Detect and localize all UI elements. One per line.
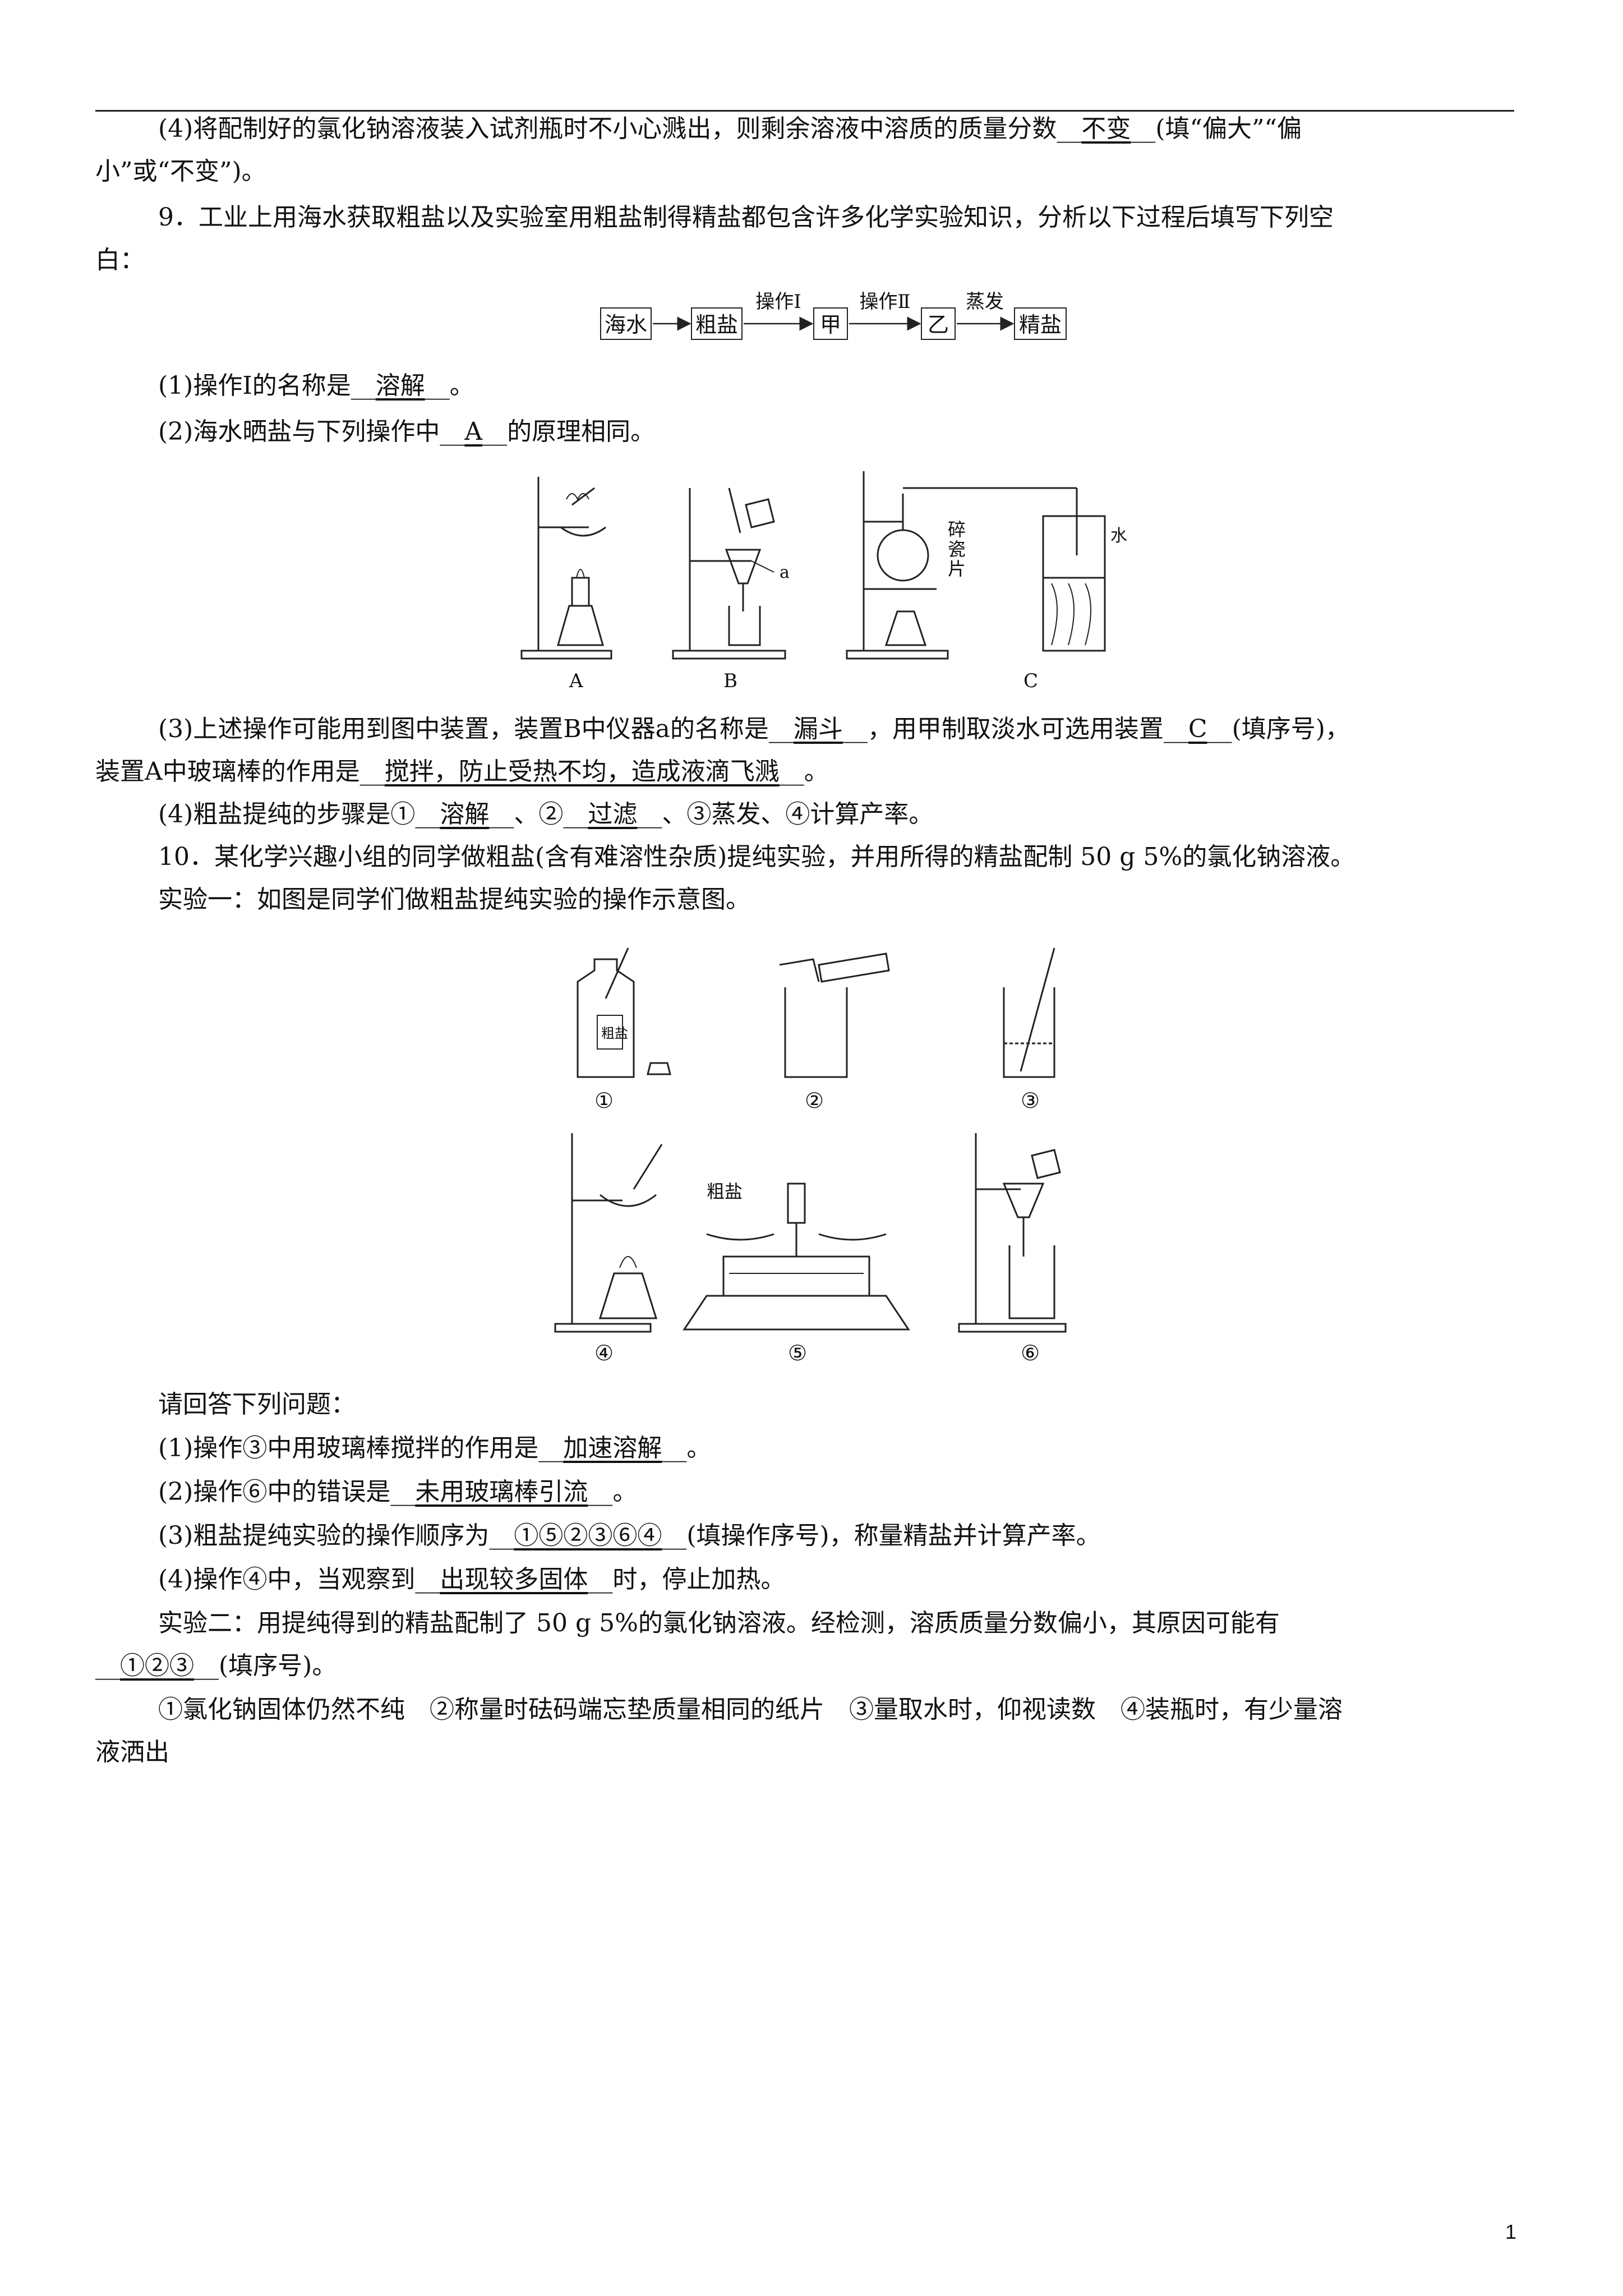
step4-evaporating <box>554 1133 663 1333</box>
crude-salt-label: 粗盐 <box>707 1181 743 1202</box>
q10-experiment2-answer: __①②③__(填序号)。 <box>95 1651 337 1680</box>
q10-answer4: (4)操作④中，当观察到__出现较多固体__时，停止加热。 <box>158 1565 786 1594</box>
apparatus-b-filtration <box>672 487 786 660</box>
q9-part1: (1)操作Ⅰ的名称是__溶解__。 <box>158 371 474 400</box>
answer-blank: 过滤 <box>588 800 638 829</box>
flow-arrows <box>653 316 1015 331</box>
step6-filtration <box>958 1133 1067 1333</box>
q10-answer2: (2)操作⑥中的错误是__未用玻璃棒引流__。 <box>158 1478 638 1506</box>
q9-part2: (2)海水晒盐与下列操作中__A__的原理相同。 <box>158 417 656 446</box>
flow-label-evaporate: 蒸发 <box>966 291 1004 313</box>
process-flowchart: 海水 粗盐 甲 乙 精盐 操作Ⅰ 操作Ⅱ 蒸发 <box>600 291 1082 346</box>
step5-weighing <box>683 1182 910 1331</box>
q10-ask: 请回答下列问题： <box>158 1390 356 1419</box>
answer-blank: 不变 <box>1081 114 1131 143</box>
step2-pouring <box>779 953 890 1078</box>
q9-stem-cont: 白： <box>95 246 145 274</box>
q10-stem: 10．某化学兴趣小组的同学做粗盐(含有难溶性杂质)提纯实验，并用所得的精盐配制 … <box>158 843 1355 871</box>
step1-bottle <box>577 947 671 1078</box>
answer-blank: 未用玻璃棒引流 <box>415 1478 588 1506</box>
q9-part4: (4)粗盐提纯的步骤是①__溶解__、②__过滤__、③蒸发、④计算产率。 <box>158 800 934 829</box>
flow-box-crude-salt: 粗盐 <box>691 307 743 340</box>
q10-experiment1: 实验一：如图是同学们做粗盐提纯实验的操作示意图。 <box>158 885 750 914</box>
flow-label-op1: 操作Ⅰ <box>755 291 801 313</box>
flow-box-seawater: 海水 <box>600 307 652 340</box>
answer-blank: 搅拌，防止受热不均，造成液滴飞溅 <box>384 757 780 786</box>
label-shards-3: 片 <box>948 558 966 579</box>
header-rule <box>95 110 1514 112</box>
label-a: A <box>569 670 583 692</box>
step-5-number: ⑤ <box>788 1341 807 1365</box>
step-1-number: ① <box>594 1088 614 1113</box>
label-b: B <box>723 670 737 692</box>
answer-blank: 出现较多固体 <box>440 1565 588 1594</box>
answer-blank: 溶解 <box>440 800 490 829</box>
q10-options-cont: 液洒出 <box>95 1738 169 1766</box>
step-4-number: ④ <box>594 1341 614 1365</box>
q8-part4-cont: 小”或“不变”)。 <box>95 157 266 186</box>
apparatus-c-distillation <box>846 471 1106 660</box>
label-c: C <box>1023 670 1038 692</box>
answer-blank: A <box>464 417 483 446</box>
q8-part4-line: (4)将配制好的氯化钠溶液装入试剂瓶时不小心溅出，则剩余溶液中溶质的质量分数__… <box>158 114 1302 143</box>
label-shards-1: 碎 <box>948 519 966 540</box>
step-2-number: ② <box>805 1088 824 1113</box>
experiment-figure: 粗盐 ① ② ③ ④ 粗盐 ⑤ <box>554 947 1067 1365</box>
label-shards-2: 瓷 <box>948 539 966 560</box>
flow-box-yi: 乙 <box>921 307 956 340</box>
flow-box-jia: 甲 <box>813 307 848 340</box>
q9-stem: 9．工业上用海水获取粗盐以及实验室用粗盐制得精盐都包含许多化学实验知识，分析以下… <box>158 203 1334 232</box>
answer-blank: 加速溶解 <box>563 1434 662 1462</box>
answer-blank: ①②③ <box>120 1651 194 1680</box>
q9-part3-line2: 装置A中玻璃棒的作用是__搅拌，防止受热不均，造成液滴飞溅__。 <box>95 757 829 786</box>
flow-box-refined-salt: 精盐 <box>1014 307 1067 340</box>
answer-blank: C <box>1188 715 1207 743</box>
answer-blank: 漏斗 <box>793 715 843 743</box>
q10-options: ①氯化钠固体仍然不纯 ②称量时砝码端忘垫质量相同的纸片 ③量取水时，仰视读数 ④… <box>158 1695 1343 1724</box>
bottle-label: 粗盐 <box>601 1025 628 1041</box>
step3-dissolving <box>1003 947 1055 1078</box>
q10-answer1: (1)操作③中用玻璃棒搅拌的作用是__加速溶解__。 <box>158 1434 712 1462</box>
label-instrument-a: a <box>780 563 790 582</box>
answer-blank: ①⑤②③⑥④ <box>514 1521 662 1550</box>
flow-label-op2: 操作Ⅱ <box>859 291 911 313</box>
step-3-number: ③ <box>1021 1088 1040 1113</box>
step-6-number: ⑥ <box>1021 1341 1040 1365</box>
label-water: 水 <box>1110 526 1127 546</box>
q9-part3-line1: (3)上述操作可能用到图中装置，装置B中仪器a的名称是__漏斗__，用甲制取淡水… <box>158 715 1350 743</box>
q10-answer3: (3)粗盐提纯实验的操作顺序为__①⑤②③⑥④__(填操作序号)，称量精盐并计算… <box>158 1521 1101 1550</box>
page-number: 1 <box>1505 2220 1516 2243</box>
apparatus-figure: A a B 碎 瓷 片 水 C <box>520 471 1127 692</box>
answer-blank: 溶解 <box>375 371 425 400</box>
apparatus-a-evaporation <box>520 477 612 660</box>
q10-experiment2: 实验二：用提纯得到的精盐配制了 50 g 5%的氯化钠溶液。经检测，溶质质量分数… <box>158 1609 1280 1637</box>
